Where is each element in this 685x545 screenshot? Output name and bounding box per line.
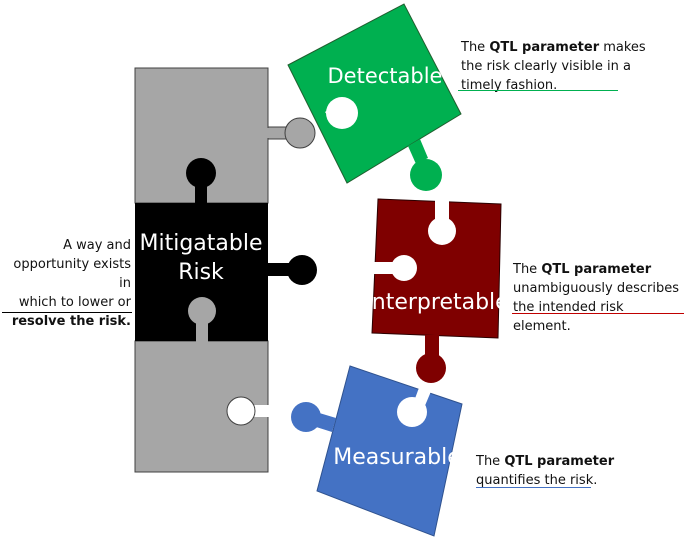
detectable-note-line3: timely fashion.: [461, 78, 558, 93]
detectable-note-bold: QTL parameter: [489, 40, 600, 55]
detectable-piece: Detectable: [287, 3, 462, 191]
bottom-gray-piece: [134, 340, 269, 473]
interpretable-note-line1: The QTL parameter: [513, 260, 685, 279]
measurable-note-bold: QTL parameter: [504, 454, 615, 469]
measurable-note-line2: quantifies the risk.: [476, 473, 598, 488]
measurable-label: Measurable: [333, 445, 461, 470]
measurable-underline: [476, 487, 591, 488]
detectable-note-line2: the risk clearly visible in a: [461, 59, 631, 74]
interpretable-note: The QTL parameter unambiguously describe…: [513, 260, 685, 336]
mitigatable-note-line1: A way and: [63, 238, 131, 253]
measurable-piece: Measurable: [291, 365, 463, 537]
mitigatable-label-line2: Risk: [178, 260, 224, 285]
measurable-note-prefix: The: [476, 454, 505, 469]
mitigatable-note-line3: which to lower or: [18, 295, 131, 310]
mitigatable-underline: [2, 312, 132, 313]
mitigatable-note-line4: resolve the risk.: [0, 312, 131, 331]
interpretable-note-prefix: The: [513, 262, 542, 277]
detectable-note-line1: The QTL parameter makes: [461, 38, 676, 57]
interpretable-note-line2: unambiguously describes: [513, 281, 680, 296]
mitigatable-note-line2: opportunity exists in: [13, 257, 131, 291]
interpretable-note-bold: QTL parameter: [541, 262, 652, 277]
interpretable-label: Interpretable: [365, 290, 508, 315]
top-gray-piece: [134, 67, 316, 204]
detectable-note-prefix: The: [461, 40, 490, 55]
interpretable-piece: Interpretable: [365, 198, 509, 383]
detectable-label: Detectable: [328, 64, 443, 88]
interpretable-underline: [512, 313, 684, 314]
interpretable-note-line3: the intended risk element.: [513, 300, 624, 334]
mitigatable-note-bold: resolve the risk.: [11, 314, 131, 329]
detectable-underline: [458, 90, 618, 91]
measurable-note-line1: The QTL parameter: [476, 452, 681, 471]
measurable-note: The QTL parameter quantifies the risk.: [476, 452, 681, 490]
mitigatable-note: A way and opportunity exists in which to…: [0, 236, 131, 331]
mitigatable-risk-piece: Mitigatable Risk: [135, 158, 317, 342]
detectable-note-rest: makes: [599, 40, 646, 55]
mitigatable-label-line1: Mitigatable: [140, 231, 263, 256]
detectable-note: The QTL parameter makes the risk clearly…: [461, 38, 676, 95]
